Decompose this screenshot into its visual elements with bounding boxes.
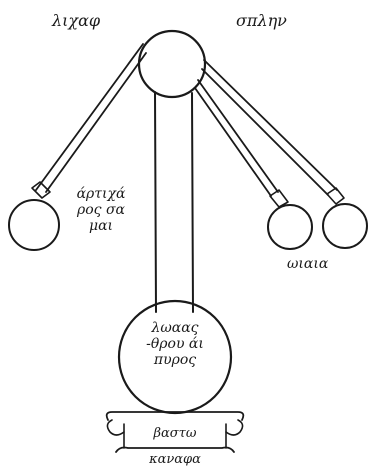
right-connector-b bbox=[327, 188, 344, 204]
label-center-line-2: -θρου άι bbox=[146, 336, 204, 352]
label-top-right: σπλην bbox=[236, 12, 287, 30]
right-small-circle-a bbox=[268, 205, 312, 249]
label-right-lower: ωιαια bbox=[287, 257, 328, 272]
top-hub-circle bbox=[139, 31, 205, 97]
label-center-line-1: λωαας bbox=[151, 320, 198, 336]
right-strand-a-inner bbox=[195, 88, 271, 196]
label-left-line-2: ρος σα bbox=[77, 202, 125, 218]
label-left-line-3: μαι bbox=[89, 218, 113, 234]
left-strand-outer bbox=[36, 44, 143, 190]
label-center-line-3: πυρος bbox=[154, 352, 196, 368]
label-top-left: λιχαφ bbox=[52, 12, 100, 30]
right-connector-a bbox=[270, 190, 288, 207]
pedestal-left-scroll bbox=[107, 420, 124, 435]
right-strand-b-outer bbox=[204, 60, 337, 190]
label-base-lower: καναφα bbox=[140, 453, 210, 467]
right-small-circle-b bbox=[323, 204, 367, 248]
left-small-circle bbox=[9, 200, 59, 250]
label-base-upper: βαστω bbox=[150, 427, 200, 441]
column-left-edge bbox=[155, 92, 156, 312]
right-strand-a-outer bbox=[198, 80, 278, 192]
label-left-group: άρτιχά ρος σα μαι bbox=[66, 186, 136, 234]
label-center-group: λωαας -θρου άι πυρος bbox=[128, 320, 222, 368]
label-left-line-1: άρτιχά bbox=[77, 186, 126, 202]
column-right-edge bbox=[192, 93, 193, 312]
pedestal-right-scroll bbox=[226, 420, 243, 435]
left-strand-inner bbox=[46, 53, 146, 192]
right-strand-b-inner bbox=[202, 69, 328, 195]
